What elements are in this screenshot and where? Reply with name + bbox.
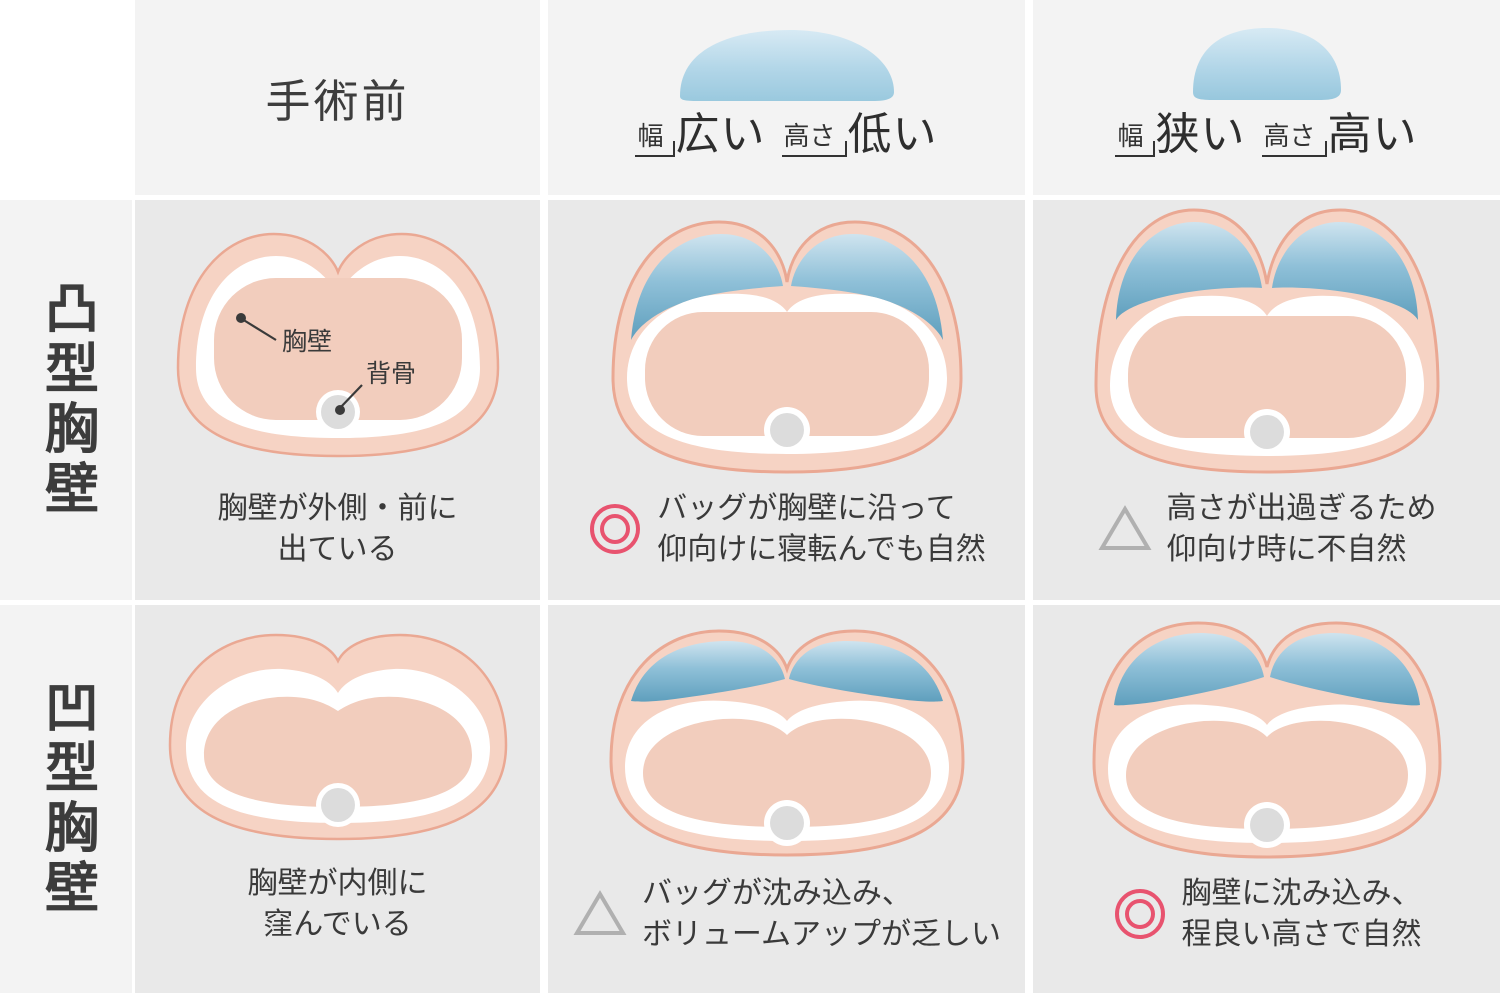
- header-corner-blank: [0, 0, 132, 195]
- annotation-spine: 背骨: [366, 360, 416, 388]
- row-label-convex: 凸型胸壁: [0, 200, 132, 600]
- gutter: [1025, 200, 1033, 600]
- dim-height-key: 高さ: [781, 123, 847, 157]
- gutter: [1033, 195, 1500, 200]
- diagram-concave-narrow-high: [1033, 605, 1500, 873]
- caption-text: 高さが出過ぎるため 仰向け時に不自然: [1166, 492, 1437, 567]
- dim-height-group: 高さ 低い: [781, 110, 938, 159]
- header-col-narrow-high: 幅 狭い 高さ 高い: [1033, 0, 1500, 195]
- row-label-concave-text: 凹型胸壁: [36, 679, 97, 919]
- implant-narrow-high-icon: [1187, 24, 1347, 109]
- diagram-convex-wide-low: [548, 200, 1025, 488]
- gutter: [0, 195, 132, 200]
- cell-concave-preop: 胸壁が内側に 窪んでいる: [135, 605, 540, 993]
- caption-convex-narrow-high: 高さが出過ぎるため 仰向け時に不自然: [1033, 488, 1500, 571]
- gutter: [540, 0, 548, 195]
- gutter: [1033, 600, 1500, 605]
- row-label-concave: 凹型胸壁: [0, 605, 132, 993]
- cell-concave-wide-low: バッグが沈み込み、 ボリュームアップが乏しい: [548, 605, 1025, 993]
- caption-convex-preop: 胸壁が外側・前に 出ている: [135, 488, 540, 571]
- gutter: [548, 600, 1025, 605]
- row-label-convex-text: 凸型胸壁: [36, 280, 97, 520]
- header-col-preop: 手術前: [135, 0, 540, 195]
- gutter: [135, 195, 540, 200]
- caption-text: バッグが沈み込み、 ボリュームアップが乏しい: [641, 877, 1002, 952]
- diagram-concave-preop: [135, 605, 540, 863]
- caption-concave-preop: 胸壁が内側に 窪んでいる: [135, 863, 540, 946]
- gutter: [132, 605, 135, 993]
- gutter: [1025, 600, 1033, 605]
- header-wide-low-dims: 幅 広い 高さ 低い: [635, 113, 937, 157]
- dim-height-key: 高さ: [1261, 123, 1327, 157]
- annotation-chest-wall: 胸壁: [282, 328, 332, 356]
- cell-convex-preop: 胸壁 背骨 胸壁が外側・前に 出ている: [135, 200, 540, 600]
- caption-concave-narrow-high: 胸壁に沈み込み、 程良い高さで自然: [1033, 873, 1500, 956]
- gutter: [1025, 195, 1033, 200]
- cell-concave-narrow-high: 胸壁に沈み込み、 程良い高さで自然: [1033, 605, 1500, 993]
- implant-left: [1113, 633, 1264, 706]
- implant-wide-low-icon: [672, 24, 902, 109]
- caption-convex-wide-low: バッグが胸壁に沿って 仰向けに寝転んでも自然: [548, 488, 1025, 571]
- dim-width-value: 狭い: [1155, 110, 1246, 159]
- triangle-icon: [1097, 501, 1153, 557]
- gutter: [1025, 0, 1033, 195]
- implant-left: [630, 641, 785, 702]
- caption-text: 胸壁が外側・前に 出ている: [217, 492, 458, 567]
- implant-right: [790, 234, 943, 340]
- implant-right: [1271, 222, 1418, 320]
- dim-width-value: 広い: [675, 110, 766, 159]
- caption-text: 胸壁に沈み込み、 程良い高さで自然: [1181, 877, 1422, 952]
- cell-convex-narrow-high: 高さが出過ぎるため 仰向け時に不自然: [1033, 200, 1500, 600]
- spine-marker: [334, 405, 345, 415]
- gutter: [540, 195, 548, 200]
- caption-text: バッグが胸壁に沿って 仰向けに寝転んでも自然: [657, 492, 986, 567]
- gutter: [135, 600, 540, 605]
- header-col-wide-low: 幅 広い 高さ 低い: [548, 0, 1025, 195]
- gutter: [1025, 605, 1033, 993]
- diagram-convex-preop: 胸壁 背骨: [135, 200, 540, 488]
- header-narrow-high-dims: 幅 狭い 高さ 高い: [1115, 113, 1417, 157]
- diagram-concave-wide-low: [548, 605, 1025, 873]
- implant-right: [1269, 633, 1420, 706]
- gutter: [540, 600, 548, 605]
- double-circle-icon: [587, 501, 643, 557]
- implant-left: [1115, 222, 1262, 320]
- gutter: [0, 600, 132, 605]
- cell-convex-wide-low: バッグが胸壁に沿って 仰向けに寝転んでも自然: [548, 200, 1025, 600]
- triangle-icon: [572, 886, 628, 942]
- dim-height-value: 高い: [1327, 110, 1418, 159]
- caption-text: 胸壁が内側に 窪んでいる: [247, 867, 428, 942]
- gutter: [132, 195, 135, 200]
- gutter: [132, 600, 135, 605]
- header-preop-title: 手術前: [265, 76, 410, 127]
- dim-width-key: 幅: [1115, 123, 1155, 157]
- diagram-convex-narrow-high: [1033, 200, 1500, 488]
- implant-left: [630, 234, 783, 340]
- gutter: [132, 0, 135, 195]
- dim-width-group: 幅 狭い: [1115, 113, 1245, 157]
- implant-right: [788, 641, 943, 702]
- dim-width-key: 幅: [635, 123, 675, 157]
- gutter: [548, 195, 1025, 200]
- gutter: [540, 605, 548, 993]
- gutter: [132, 200, 135, 600]
- dim-width-group: 幅 広い: [635, 113, 765, 157]
- dim-height-value: 低い: [847, 110, 938, 159]
- dim-height-group: 高さ 高い: [1261, 110, 1418, 159]
- caption-concave-wide-low: バッグが沈み込み、 ボリュームアップが乏しい: [548, 873, 1025, 956]
- double-circle-icon: [1112, 886, 1168, 942]
- gutter: [540, 200, 548, 600]
